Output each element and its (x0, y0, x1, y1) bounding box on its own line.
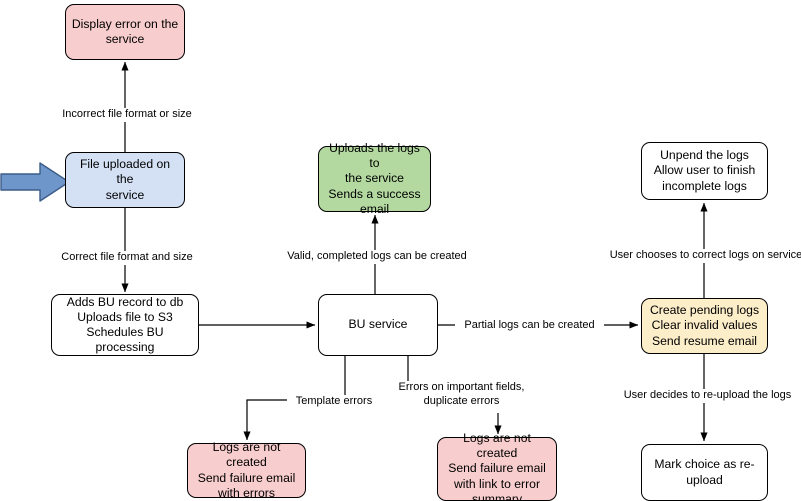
node-uploads-logs[interactable]: Uploads the logs to the service Sends a … (318, 141, 431, 216)
node-adds-bu-record[interactable]: Adds BU record to db Uploads file to S3 … (51, 294, 199, 356)
node-logs-not-created-fields[interactable]: Logs are not created Send failure email … (437, 431, 557, 501)
node-mark-choice[interactable]: Mark choice as re- upload (641, 444, 768, 501)
edge-label-partial-logs: Partial logs can be created (455, 319, 604, 333)
node-file-uploaded[interactable]: File uploaded on the service (65, 152, 185, 208)
edge-label-incorrect-format: Incorrect file format or size (55, 108, 199, 122)
edge-label-template-errors: Template errors (287, 395, 381, 409)
node-create-pending-logs[interactable]: Create pending logs Clear invalid values… (641, 298, 768, 354)
start-arrow (0, 162, 70, 202)
edge-label-field-errors: Errors on important fields, duplicate er… (392, 381, 531, 408)
edge-label-valid-logs: Valid, completed logs can be created (280, 250, 474, 264)
edge-label-user-reuploads: User decides to re-upload the logs (613, 389, 801, 403)
node-unpend-logs[interactable]: Unpend the logs Allow user to finish inc… (641, 142, 768, 200)
node-bu-service[interactable]: BU service (318, 294, 438, 356)
edge-label-user-corrects: User chooses to correct logs on service (607, 249, 801, 263)
edge-label-correct-format: Correct file format and size (55, 251, 199, 265)
node-display-error[interactable]: Display error on the service (65, 4, 185, 60)
node-logs-not-created-template[interactable]: Logs are not created Send failure email … (187, 440, 306, 500)
